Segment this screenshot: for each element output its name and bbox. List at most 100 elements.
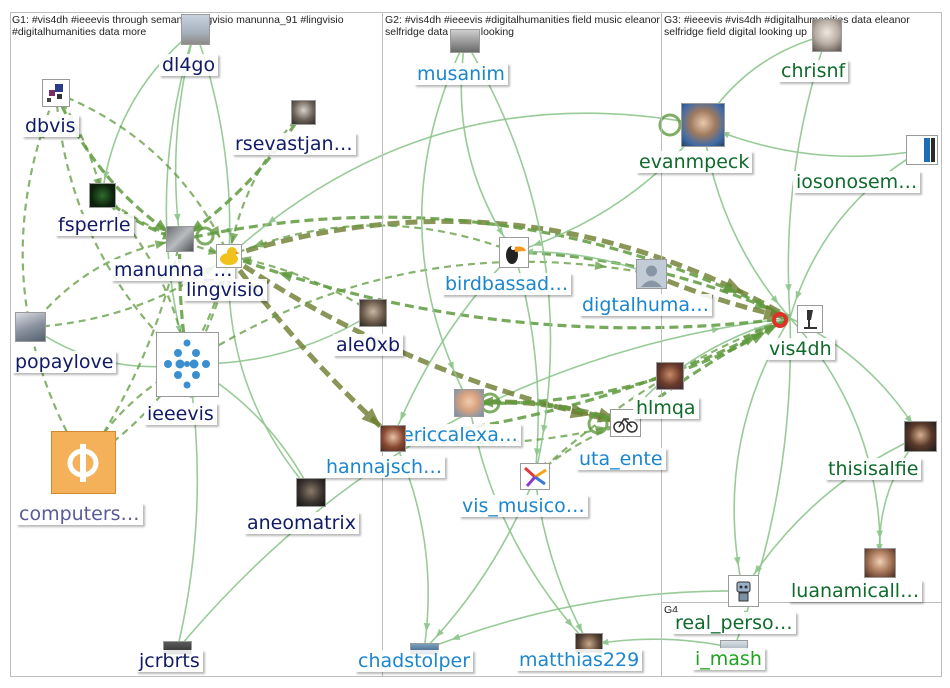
- edge-lingvisio-uta_ente: [227, 253, 626, 426]
- rsevastjan-label: rsevastjan…: [232, 133, 356, 155]
- edge-arrowhead: [754, 327, 767, 336]
- edge-evanmpeck-birdbassad: [513, 124, 704, 253]
- edge-arrowhead: [229, 232, 239, 245]
- edge-arrowhead: [795, 290, 802, 300]
- duck-icon: [220, 247, 240, 265]
- computers-label: computers…: [16, 503, 143, 525]
- digtalhuma-avatar: [636, 259, 667, 289]
- jcrbrts-label: jcrbrts: [136, 650, 203, 672]
- edge-arrowhead: [770, 295, 779, 304]
- edge-arrowhead: [722, 282, 738, 293]
- ieeevis-logo-icon: [164, 339, 210, 389]
- edge-arrowhead: [435, 628, 444, 638]
- popaylove-avatar: [15, 312, 46, 342]
- evanmpeck-label: evanmpeck: [636, 151, 753, 173]
- edge-jcrbrts-ieeevis: [176, 363, 199, 651]
- group-caption-g1: G1: #vis4dh #ieeevis through semantic li…: [12, 14, 344, 38]
- manunna-label: manunna_…: [111, 259, 236, 281]
- i_mash-label: i_mash: [692, 648, 765, 670]
- edge-vis_musico-vis4dh: [534, 316, 791, 477]
- digtalhuma-label: digtalhuma…: [579, 294, 713, 316]
- edge-arrowhead: [447, 361, 454, 371]
- hannajsch-avatar: [380, 425, 406, 452]
- real_perso-label: real_perso…: [672, 612, 796, 634]
- edge-iosonosem-vis4dh: [789, 149, 923, 319]
- edge-manunna-ieeevis: [178, 239, 190, 365]
- group-caption-g2: G2: #vis4dh #ieeevis #digitalhumanities …: [385, 14, 660, 38]
- edge-manunna-vis4dh: [179, 215, 791, 320]
- rsevastjan-avatar: [291, 100, 316, 125]
- edge-arrowhead: [785, 284, 792, 293]
- edge-arrowhead: [533, 448, 541, 457]
- edge-arrowhead: [361, 407, 382, 428]
- edge-arrowhead: [154, 240, 167, 250]
- hlmqa-avatar: [656, 362, 684, 390]
- chrisnf-label: chrisnf: [778, 60, 849, 82]
- edge-arrowhead: [267, 216, 277, 224]
- birdbassad-label: birdbassad…: [442, 273, 572, 295]
- edge-birdbassad-lingvisio: [228, 224, 515, 258]
- edge-iosonosem-evanmpeck: [702, 124, 923, 158]
- edge-arrowhead: [423, 622, 431, 632]
- phi-logo-icon: [67, 444, 99, 482]
- lingvisio-label: lingvisio: [183, 279, 267, 301]
- evanmpeck-avatar: [681, 103, 725, 147]
- robot-icon: [736, 581, 751, 602]
- edge-lingvisio-vis4dh: [228, 218, 792, 321]
- default-user-icon: [641, 265, 662, 287]
- aneomatrix-avatar: [296, 478, 326, 507]
- edge-arrowhead: [103, 170, 110, 180]
- musanim-avatar: [450, 29, 480, 53]
- luanamicall-avatar: [864, 548, 896, 578]
- self-loop-vis4dh: [772, 312, 788, 328]
- edge-arrowhead: [754, 564, 762, 574]
- vis_musico-label: vis_musico…: [459, 495, 588, 517]
- edge-ieeevis-digtalhuma: [187, 260, 652, 365]
- manunna-avatar: [166, 226, 194, 252]
- computers-avatar: [51, 431, 116, 494]
- fsperrle-avatar: [89, 183, 116, 208]
- real_perso-avatar: [728, 575, 759, 607]
- dbvis-label: dbvis: [22, 115, 79, 137]
- edge-ericcalexa-vis4dh: [468, 316, 791, 405]
- thisisalfie-avatar: [904, 421, 937, 452]
- iosonosem-label: iosonosem…: [793, 171, 921, 193]
- fsperrle-label: fsperrle: [55, 214, 134, 236]
- dl4go-label: dl4go: [159, 54, 219, 76]
- matthias229-label: matthias229: [516, 649, 643, 671]
- ieeevis-avatar: [156, 332, 219, 397]
- vis4dh-label: vis4dh: [766, 338, 835, 360]
- edge-arrowhead: [252, 239, 265, 248]
- edge-arrowhead: [754, 298, 770, 309]
- self-loop-evanmpeck: [658, 113, 682, 137]
- edge-arrowhead: [174, 213, 181, 223]
- edge-uta_ente-vis_musico: [534, 421, 626, 477]
- ericcalexa-label: ericcalexa…: [399, 424, 521, 446]
- group-box-g4: [661, 602, 942, 677]
- ale0xb-label: ale0xb: [333, 334, 404, 356]
- edge-arrowhead: [594, 261, 607, 270]
- birdbassad-avatar: [499, 237, 529, 268]
- thisisalfie-label: thisisalfie: [825, 458, 922, 480]
- vis4dh-avatar: [797, 305, 823, 333]
- lingvisio-avatar: [216, 244, 242, 268]
- aneomatrix-label: aneomatrix: [244, 512, 359, 534]
- edge-vis4dh-lingvisio: [228, 254, 791, 330]
- dl4go-avatar: [181, 14, 210, 45]
- edge-evanmpeck-lingvisio: [228, 112, 704, 257]
- starburst-icon: [523, 466, 547, 487]
- edge-birdbassad-hannajsch: [392, 251, 515, 439]
- edge-arrowhead: [400, 411, 407, 421]
- group-caption-g3: G3: #ieeevis #vis4dh #digitalhumanities …: [664, 14, 910, 38]
- edge-musanim-ericcalexa: [420, 40, 470, 404]
- edge-arrowhead: [496, 226, 504, 236]
- edge-uta_ente-ericcalexa: [468, 400, 626, 425]
- edge-arrowhead: [711, 326, 721, 334]
- edge-arrowhead: [733, 556, 741, 566]
- popaylove-label: popaylove: [12, 351, 117, 373]
- musanim-label: musanim: [414, 63, 508, 85]
- edge-thisisalfie-real_perso: [742, 435, 921, 592]
- group-box-g2: [382, 12, 662, 677]
- ieeevis-label: ieeevis: [144, 403, 217, 425]
- luanamicall-label: luanamicall…: [788, 580, 923, 602]
